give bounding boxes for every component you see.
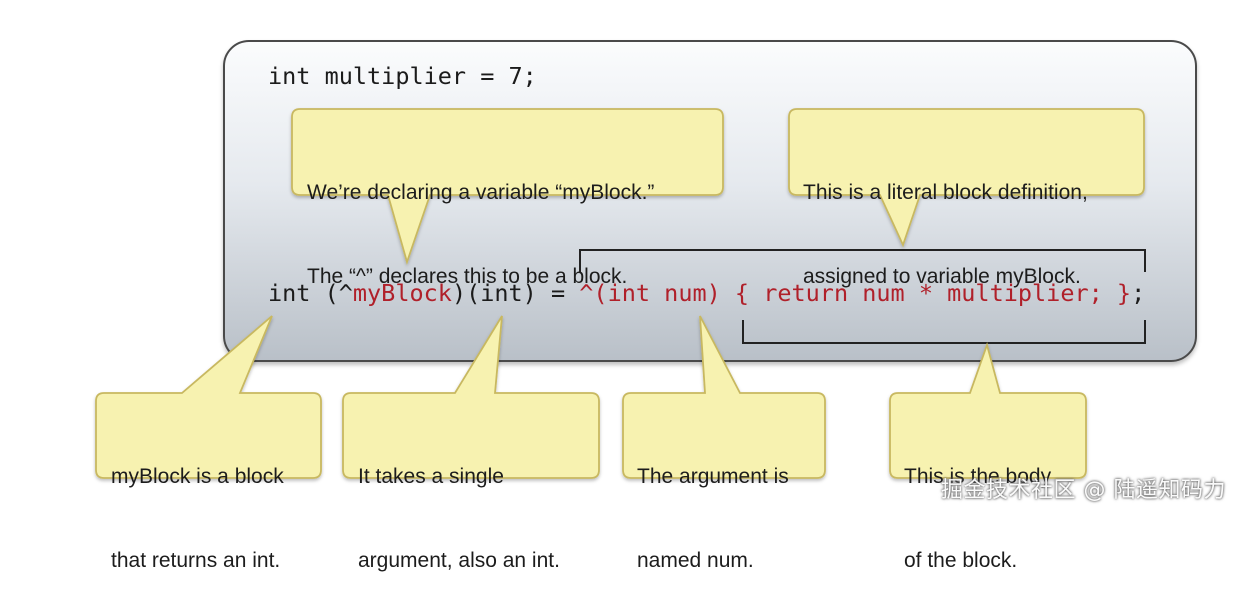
callout-literal-line1: This is a literal block definition, — [803, 181, 1088, 204]
callout-argument: It takes a single argument, also an int. — [358, 407, 560, 603]
code-token-literal: ^(int num) { return num * multiplier; } — [579, 279, 1132, 307]
callout-returns-line1: myBlock is a block — [111, 465, 284, 488]
callout-declare: We’re declaring a variable “myBlock.” Th… — [307, 123, 654, 319]
callout-literal: This is a literal block definition, assi… — [803, 123, 1088, 319]
callout-named: The argument is named num. — [637, 407, 789, 603]
callout-declare-line2: The “^” declares this to be a block. — [307, 265, 628, 288]
callout-named-line1: The argument is — [637, 465, 789, 488]
code-token-myblock: myBlock — [352, 279, 452, 307]
callout-argument-line2: argument, also an int. — [358, 549, 560, 572]
callout-body-line1: This is the body — [904, 465, 1052, 488]
callout-named-line2: named num. — [637, 549, 754, 572]
callout-literal-line2: assigned to variable myBlock. — [803, 265, 1081, 288]
watermark: 掘金技术社区 @ 陆遥知码力 — [941, 478, 1226, 503]
code-token-signature: )(int) = — [451, 279, 580, 307]
callout-body-line2: of the block. — [904, 549, 1018, 572]
code-line-multiplier: int multiplier = 7; — [268, 62, 537, 90]
code-token-semicolon: ; — [1131, 279, 1146, 307]
callout-declare-line1: We’re declaring a variable “myBlock.” — [307, 181, 655, 204]
callout-returns-line2: that returns an int. — [111, 549, 281, 572]
code-line-block: int (^myBlock)(int) = ^(int num) { retur… — [268, 279, 1145, 307]
code-token-int: int (^ — [268, 279, 353, 307]
callout-returns: myBlock is a block that returns an int. — [111, 407, 284, 603]
callout-body: This is the body of the block. — [904, 407, 1051, 603]
callout-argument-line1: It takes a single — [358, 465, 504, 488]
